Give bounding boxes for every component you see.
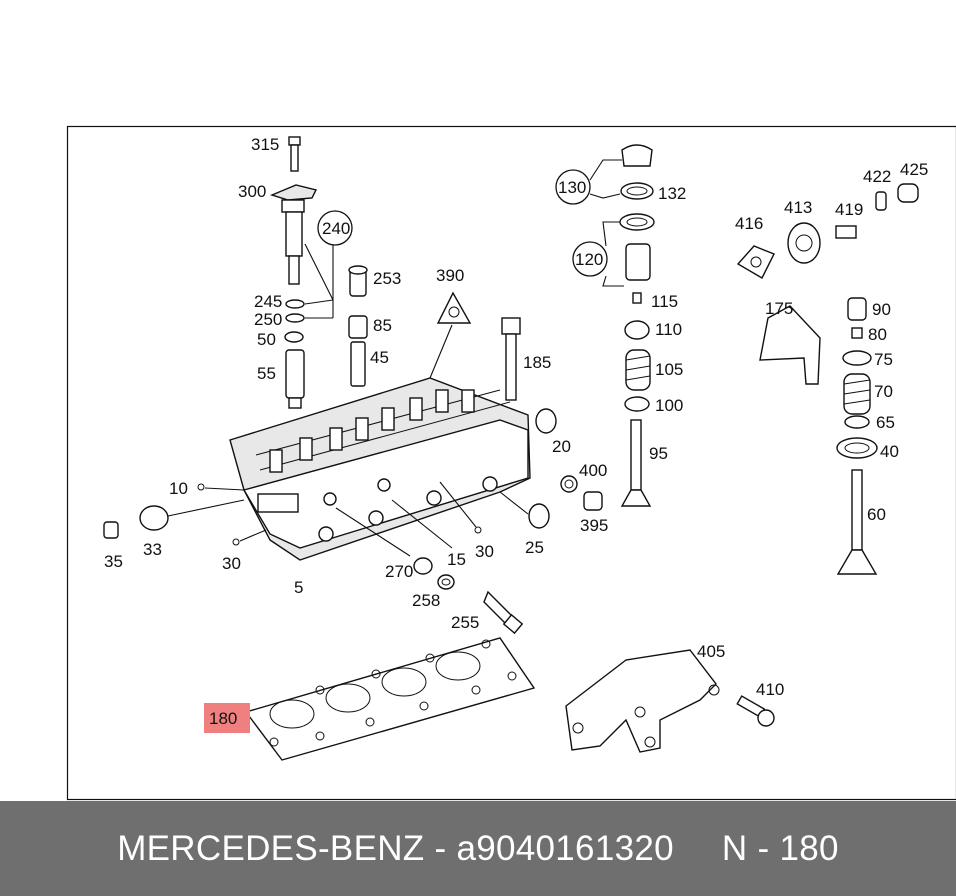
label-410: 410 (756, 680, 784, 699)
footer-bar: MERCEDES-BENZ - a9040161320 N - 180 (0, 801, 956, 896)
label-30a: 30 (222, 554, 241, 573)
label-270: 270 (385, 562, 413, 581)
label-90: 90 (872, 300, 891, 319)
right-plugs (335, 408, 603, 557)
label-55: 55 (257, 364, 276, 383)
label-425: 425 (900, 160, 928, 179)
label-45: 45 (370, 348, 389, 367)
label-33: 33 (143, 540, 162, 559)
label-405: 405 (697, 642, 725, 661)
label-25: 25 (525, 538, 544, 557)
label-35: 35 (104, 552, 123, 571)
valve-guide-group (348, 265, 368, 387)
label-80: 80 (868, 325, 887, 344)
camshaft-cap (429, 291, 472, 379)
label-85: 85 (373, 316, 392, 335)
label-180: 180 (209, 709, 237, 728)
lifting-bracket (565, 649, 775, 753)
label-70: 70 (874, 382, 893, 401)
footer-brand: MERCEDES-BENZ - a9040161320 (117, 828, 674, 868)
label-60: 60 (867, 505, 886, 524)
injector-group (269, 136, 353, 409)
label-300: 300 (238, 182, 266, 201)
label-115: 115 (651, 292, 678, 311)
footer-ref: N - 180 (721, 828, 839, 868)
side-plugs (103, 483, 267, 546)
label-15: 15 (447, 550, 466, 569)
exploded-parts-diagram: 315 300 240 245 250 50 55 253 85 45 390 … (66, 125, 956, 801)
cylinder-head (229, 377, 531, 561)
label-50: 50 (257, 330, 276, 349)
label-419: 419 (835, 200, 863, 219)
label-75: 75 (874, 350, 893, 369)
label-132: 132 (658, 184, 686, 203)
label-105: 105 (655, 360, 683, 379)
label-315: 315 (251, 135, 279, 154)
label-258: 258 (412, 591, 440, 610)
label-10: 10 (169, 479, 188, 498)
label-40: 40 (880, 442, 899, 461)
label-390: 390 (436, 266, 464, 285)
callout-labels: 315 300 240 245 250 50 55 253 85 45 390 … (104, 135, 928, 728)
label-253: 253 (373, 269, 401, 288)
label-422: 422 (863, 167, 891, 186)
label-250: 250 (254, 310, 282, 329)
valve-springs-row (269, 389, 475, 473)
head-bolt (501, 317, 521, 401)
label-5: 5 (294, 578, 303, 597)
label-95: 95 (649, 444, 668, 463)
label-65: 65 (876, 413, 895, 432)
label-100: 100 (655, 396, 683, 415)
label-416: 416 (735, 214, 763, 233)
label-110: 110 (655, 320, 682, 339)
valve-train-intake (555, 144, 655, 507)
label-245: 245 (254, 292, 282, 311)
label-30b: 30 (475, 542, 494, 561)
lower-small-parts (413, 557, 524, 635)
label-175: 175 (765, 299, 793, 318)
label-20: 20 (552, 437, 571, 456)
highlight-180 (204, 703, 250, 733)
label-240: 240 (322, 219, 350, 238)
label-395: 395 (580, 516, 608, 535)
label-400: 400 (579, 461, 607, 480)
label-413: 413 (784, 198, 812, 217)
label-185: 185 (523, 353, 551, 372)
label-130: 130 (558, 178, 586, 197)
valve-train-exhaust (736, 183, 919, 575)
head-gasket (244, 637, 536, 761)
label-255: 255 (451, 613, 479, 632)
label-120: 120 (575, 250, 603, 269)
